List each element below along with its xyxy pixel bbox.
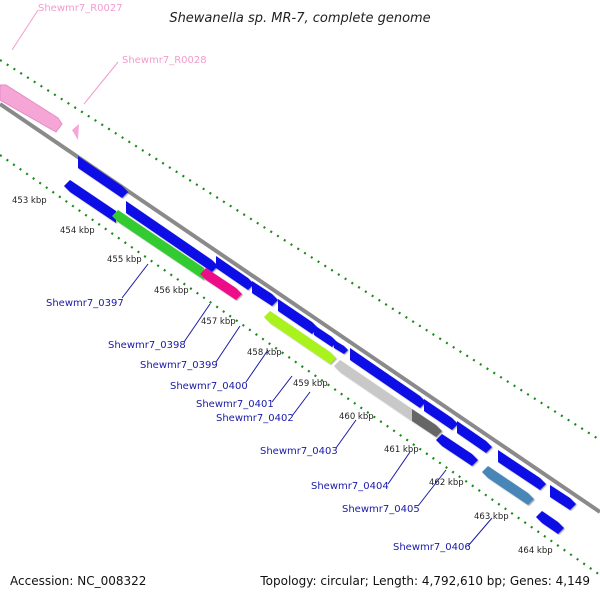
kbp-label: 459 kbp [293,379,328,389]
gene-block[interactable] [216,256,254,290]
gene-label-0402[interactable]: Shewmr7_0402 [216,413,294,424]
gene-label-0405[interactable]: Shewmr7_0405 [342,504,420,515]
genes-upper-strand [78,156,576,510]
kbp-label: 454 kbp [60,226,95,236]
rna-features [0,9,119,140]
genome-title: Shewanella sp. MR-7, complete genome [169,11,430,26]
gene-block[interactable] [64,180,116,223]
genes-lower-strand [64,180,564,534]
rna-feature-r0027[interactable] [0,84,63,133]
gene-label-0398[interactable]: Shewmr7_0398 [108,340,186,351]
gene-block[interactable] [424,399,458,430]
gene-block[interactable] [550,485,576,510]
gene-block[interactable] [78,156,128,198]
gene-label-0397[interactable]: Shewmr7_0397 [46,298,124,309]
kbp-label: 464 kbp [518,546,553,556]
rna-feature-r0028[interactable] [72,124,79,140]
gene-leaders [121,263,493,547]
gene-block[interactable] [278,299,318,334]
gene-block[interactable] [350,348,426,408]
gene-shewmr7-0398[interactable] [200,268,242,300]
kbp-label: 458 kbp [247,348,282,358]
gene-labels: Shewmr7_0397 Shewmr7_0398 Shewmr7_0399 S… [38,3,471,553]
kbp-label: 455 kbp [107,255,142,265]
inner-tick-track [0,154,600,576]
gene-shewmr7-0397[interactable] [112,210,204,280]
r0027-leader [11,9,39,51]
accession-text: Accession: NC_008322 [10,574,146,588]
gene-block[interactable] [436,434,478,466]
gene-label-r0027[interactable]: Shewmr7_R0027 [38,3,123,14]
gene-block[interactable] [536,511,564,534]
kbp-label: 453 kbp [12,196,47,206]
kbp-label: 463 kbp [474,512,509,522]
gene-label-0406[interactable]: Shewmr7_0406 [393,542,471,553]
kbp-label: 461 kbp [384,445,419,455]
kbp-label: 462 kbp [429,478,464,488]
gene-shewmr7-0405[interactable] [482,466,534,505]
gene-shewmr7-0403[interactable] [412,409,442,437]
gene-block[interactable] [457,421,492,453]
gene-block[interactable] [314,325,337,347]
gene-label-r0028[interactable]: Shewmr7_R0028 [122,55,207,66]
gene-shewmr7-0400[interactable] [264,311,336,364]
gene-label-0401[interactable]: Shewmr7_0401 [196,399,274,410]
kbp-label: 460 kbp [339,412,374,422]
kbp-label: 456 kbp [154,286,189,296]
gene-label-0404[interactable]: Shewmr7_0404 [311,481,389,492]
gene-block[interactable] [334,340,348,354]
gene-label-0400[interactable]: Shewmr7_0400 [170,381,248,392]
gene-label-0403[interactable]: Shewmr7_0403 [260,446,338,457]
gene-block[interactable] [126,201,218,272]
gene-block[interactable] [252,281,278,306]
gene-shewmr7-0402[interactable] [334,360,412,421]
genome-summary-text: Topology: circular; Length: 4,792,610 bp… [259,574,590,588]
kbp-label: 457 kbp [201,317,236,327]
gene-label-0399[interactable]: Shewmr7_0399 [140,360,218,371]
kbp-labels: 453 kbp 454 kbp 455 kbp 456 kbp 457 kbp … [12,196,553,556]
r0028-leader [83,61,119,105]
gene-block[interactable] [498,450,546,490]
